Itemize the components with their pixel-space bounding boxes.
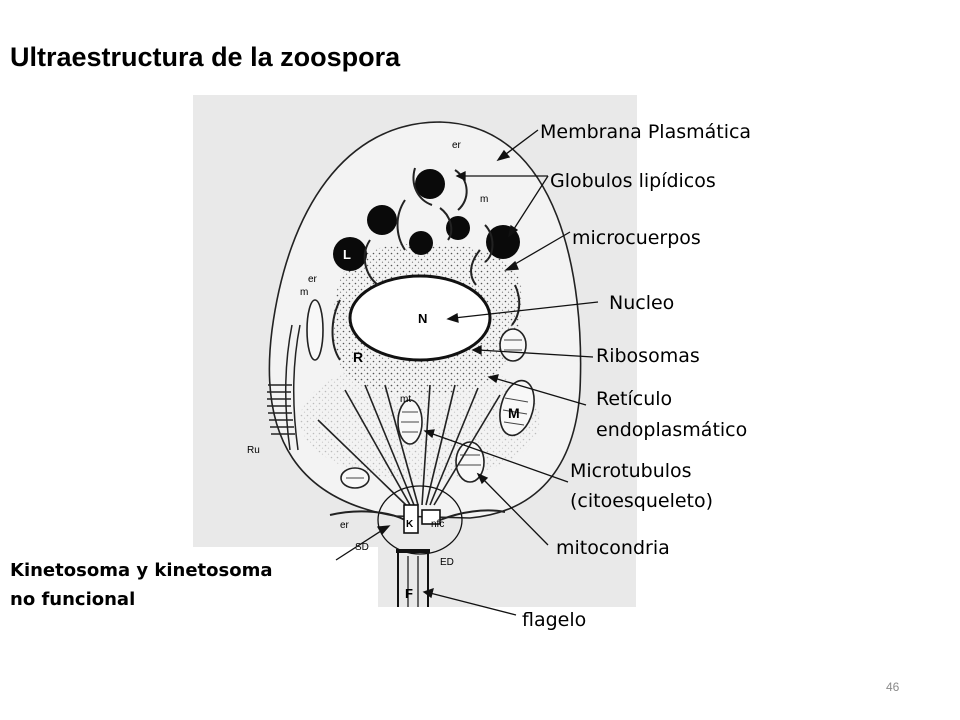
er-cisternae <box>331 167 521 361</box>
label-SD: SD <box>355 542 369 553</box>
lipid-globule <box>415 169 445 199</box>
nonfunctional-centriole <box>421 509 441 525</box>
electron-dense-plate <box>396 549 430 553</box>
rumposome <box>267 324 301 451</box>
kinetosome-highlight <box>377 485 463 555</box>
flagellum <box>397 553 429 607</box>
arrow-ribosomas <box>477 349 594 358</box>
arrow-flagelo <box>429 592 517 616</box>
arrow-microtubulos <box>429 432 569 483</box>
kinetosome <box>403 504 419 534</box>
lipid-globule <box>446 216 470 240</box>
label-reticulo-line1: Retículo <box>596 388 673 410</box>
label-nucleo: Nucleo <box>609 292 675 314</box>
label-ribosomas: Ribosomas <box>596 345 700 367</box>
arrow-nucleo <box>453 301 599 319</box>
page-number: 46 <box>886 680 900 694</box>
label-er-bottom: er <box>340 520 350 531</box>
label-L: L <box>343 247 351 262</box>
label-er-left: er <box>308 274 318 285</box>
label-membrana-plasmatica: Membrana Plasmática <box>540 121 752 143</box>
label-microtubulos-line1: Microtubulos <box>570 460 692 482</box>
label-globulos-lipidicos: Globulos lipídicos <box>550 170 716 192</box>
label-microcuerpos: microcuerpos <box>572 227 701 249</box>
label-flagelo: flagelo <box>522 609 587 631</box>
arrow-membrana <box>501 129 539 158</box>
mitochondria <box>306 299 535 489</box>
label-K: K <box>406 519 414 530</box>
lipid-globule <box>333 237 367 271</box>
label-reticulo-line2: endoplasmático <box>596 419 748 441</box>
label-R: R <box>353 349 363 365</box>
arrow-globulos-2 <box>511 175 549 233</box>
lipid-globule <box>409 231 433 255</box>
label-mt: mt <box>400 394 411 405</box>
side-disk <box>329 510 406 521</box>
label-ED: ED <box>440 557 454 568</box>
kinetosoma-label-line2: no funcional <box>10 589 136 610</box>
label-M: M <box>508 405 520 421</box>
figure-background-lower <box>378 545 636 607</box>
arrow-mitocondria <box>481 477 549 546</box>
label-er-top: er <box>452 140 462 151</box>
kinetosoma-label-line1: Kinetosoma y kinetosoma <box>10 560 273 581</box>
microtubules <box>317 384 501 506</box>
kinetosoma-label: Kinetosoma y kinetosoma no funcional <box>10 556 370 614</box>
nucleus <box>348 274 492 362</box>
label-N: N <box>418 311 427 326</box>
side-disk <box>439 509 506 521</box>
arrow-kinetosoma <box>335 528 385 561</box>
label-microtubulos-line2: (citoesqueleto) <box>570 490 714 512</box>
label-F: F <box>405 586 413 601</box>
label-nfc: nfc <box>431 519 444 530</box>
callout-arrows <box>335 129 599 616</box>
label-m-top: m <box>480 194 488 205</box>
label-m-left: m <box>300 287 308 298</box>
arrow-reticulo <box>493 377 587 406</box>
arrow-microcuerpos <box>509 231 571 268</box>
label-Ru: Ru <box>247 445 260 456</box>
lipid-globule <box>367 205 397 235</box>
slide-title: Ultraestructura de la zoospora <box>10 42 401 72</box>
label-mitocondria: mitocondria <box>556 537 670 559</box>
